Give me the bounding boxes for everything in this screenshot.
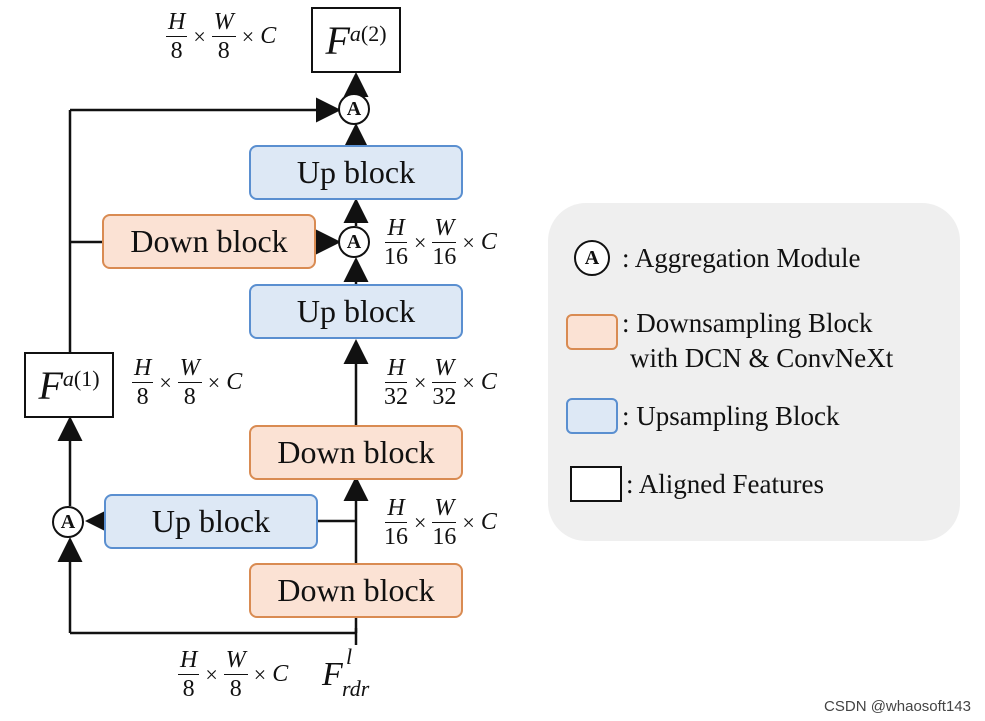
watermark: CSDN @whaosoft143 [824, 698, 971, 715]
legend-item-aligned: : Aligned Features [570, 466, 824, 502]
aggregation-node-middle: A [338, 226, 370, 258]
up-block-left: Up block [104, 494, 318, 549]
down-block-middle: Down block [249, 425, 463, 480]
aggregation-node-left: A [52, 506, 84, 538]
aligned-legend-swatch [570, 466, 622, 502]
aggregation-legend-icon: A [574, 240, 610, 276]
legend-item-downsampling: : Downsampling Block with DCN & ConvNeXt [566, 306, 893, 376]
upsampling-legend-swatch [566, 398, 618, 434]
legend-item-aggregation: A : Aggregation Module [574, 240, 860, 276]
aggregation-node-top: A [338, 93, 370, 125]
downsampling-legend-swatch [566, 314, 618, 350]
up-block-top: Up block [249, 145, 463, 200]
legend-item-upsampling: : Upsampling Block [566, 398, 840, 434]
down-block-bottom: Down block [249, 563, 463, 618]
input-feature-frdr: F l rdr [322, 644, 370, 701]
up-block-middle: Up block [249, 284, 463, 339]
down-block-left: Down block [102, 214, 316, 269]
